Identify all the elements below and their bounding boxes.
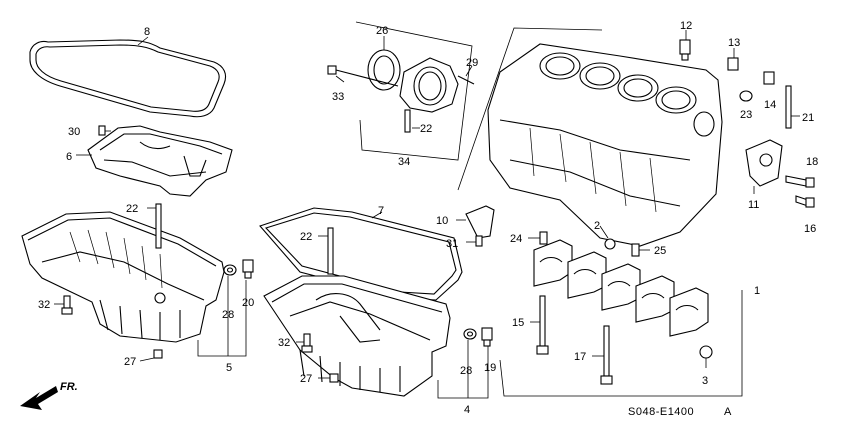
callout-28-right: 28 [460,365,472,377]
callout-11: 11 [748,199,759,211]
callout-32-right: 32 [278,337,290,349]
callout-21: 21 [802,112,814,124]
callout-25: 25 [654,245,666,257]
callout-28-left: 28 [222,309,234,321]
callout-10: 10 [436,215,448,227]
callout-26: 26 [376,25,388,37]
cylinder-block [456,27,815,397]
callout-22-top: 22 [420,123,432,135]
callout-22-left: 22 [126,203,138,215]
callout-30: 30 [68,126,80,138]
callout-27-right: 27 [300,373,312,385]
main-bearing-caps [528,225,713,385]
callout-33: 33 [332,91,344,103]
callout-22-right: 22 [300,231,312,243]
callout-34: 34 [398,156,410,168]
callout-17: 17 [574,351,586,363]
callout-2: 2 [594,220,600,232]
callout-19: 19 [484,362,496,374]
callout-3: 3 [702,375,708,387]
callout-16: 16 [804,223,816,235]
callout-6: 6 [66,151,72,163]
callout-labels: 1 2 3 4 5 6 7 8 10 11 12 13 14 15 16 17 … [38,20,818,418]
callout-13: 13 [728,37,740,49]
oil-baffle-plate [76,125,233,197]
figure-code-suffix: A [724,406,732,418]
front-direction-arrow [20,386,58,410]
callout-7: 7 [378,205,384,217]
callout-4: 4 [464,404,470,416]
callout-32-left: 32 [38,299,50,311]
callout-29: 29 [466,57,478,69]
callout-8: 8 [144,26,150,38]
callout-1: 1 [754,285,760,297]
callout-5: 5 [226,362,232,374]
front-direction-label: FR. [60,381,78,393]
oil-seal-housing-group [327,21,475,161]
callout-18: 18 [806,156,818,168]
callout-20: 20 [242,297,254,309]
oil-pan-left [21,203,254,362]
callout-14: 14 [764,99,776,111]
callout-12: 12 [680,20,692,32]
callout-23: 23 [740,109,752,121]
oil-pan-baffle-gasket [29,36,227,118]
callout-27-left: 27 [124,356,136,368]
callout-15: 15 [512,317,524,329]
figure-code: S048-E1400 [628,406,694,418]
oil-pan-right [263,227,493,399]
callout-31: 31 [446,238,458,250]
callout-24: 24 [510,233,522,245]
